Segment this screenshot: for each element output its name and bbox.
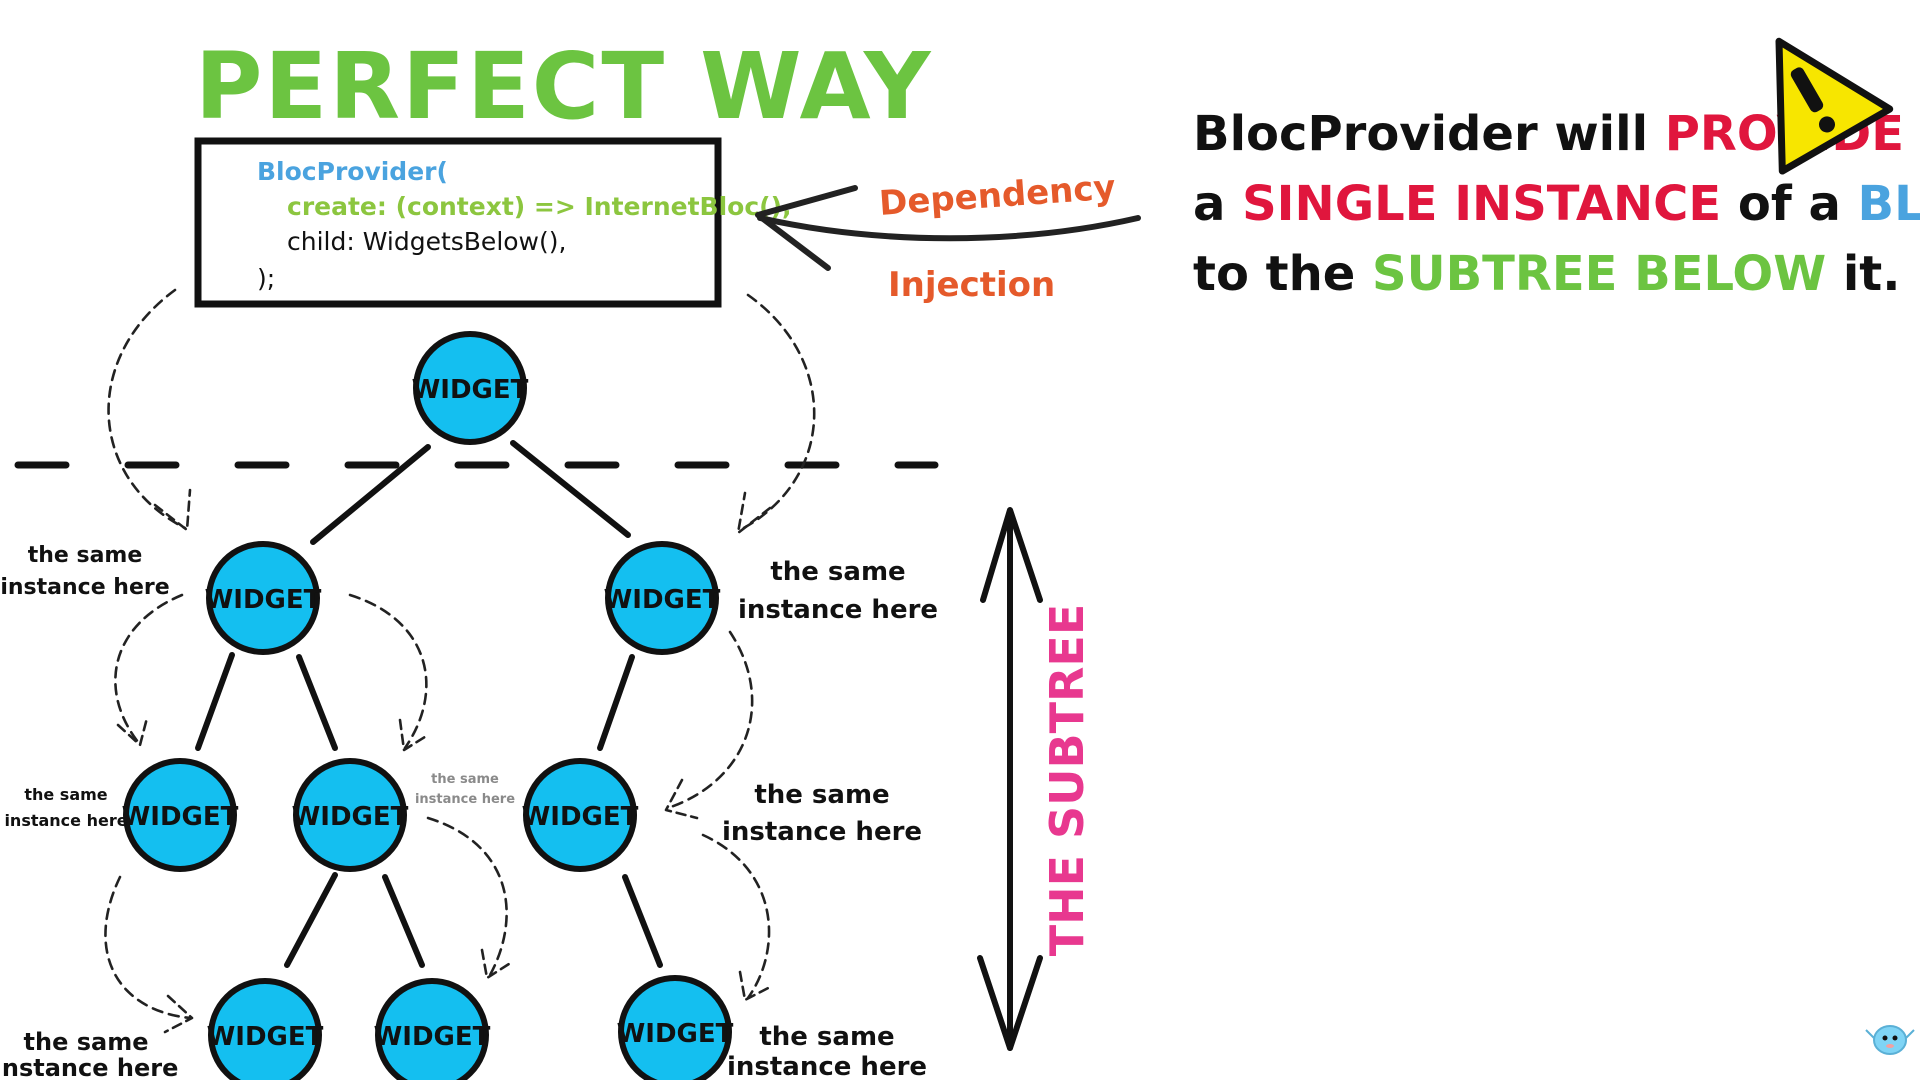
svg-text:the same: the same [759,1022,894,1052]
note-l1-left: the same instance here [0,543,169,600]
svg-text:the same: the same [24,785,107,804]
svg-text:instance here: instance here [727,1052,927,1080]
svg-text:the same: the same [770,557,905,587]
widget-node-l1-left: WIDGET [205,541,322,655]
svg-text:instance here: instance here [415,792,515,807]
warning-icon [1775,37,1894,175]
svg-text:WIDGET: WIDGET [617,1019,734,1049]
dependency-label: Dependency [878,168,1117,224]
svg-text:instance here: instance here [4,811,127,830]
code-line-1: BlocProvider( [257,157,448,186]
dependency-arrow [755,185,1141,271]
page-title: PERFECT WAY [195,33,932,140]
widget-node-root: WIDGET [412,331,529,445]
widget-node-l3-b: WIDGET [374,978,491,1080]
mascot-icon [1865,1025,1915,1055]
note-l3-right: the same instance here [727,1022,927,1080]
svg-text:instance here: instance here [0,575,169,600]
note-l2-right: the same instance here [722,780,922,847]
statement-line-2: a SINGLE INSTANCE of a BLOC [1193,176,1920,232]
note-l2-left: the same instance here [4,785,127,830]
statement-line-3: to the SUBTREE BELOW it. [1193,246,1900,302]
svg-text:the same: the same [28,543,143,568]
svg-text:WIDGET: WIDGET [604,585,721,615]
tree-edges [195,440,663,968]
widget-node-l3-a: WIDGET [207,978,324,1080]
code-box: BlocProvider( create: (context) => Inter… [194,137,792,308]
svg-text:WIDGET: WIDGET [522,802,639,832]
code-line-3: child: WidgetsBelow(), [287,227,566,256]
svg-text:instance here: instance here [0,1054,178,1080]
svg-text:WIDGET: WIDGET [207,1022,324,1052]
svg-text:WIDGET: WIDGET [374,1022,491,1052]
svg-text:WIDGET: WIDGET [412,375,529,405]
svg-text:the same: the same [431,772,499,787]
subtree-double-arrow [977,507,1043,1051]
svg-text:WIDGET: WIDGET [292,802,409,832]
svg-text:WIDGET: WIDGET [205,585,322,615]
svg-text:the same: the same [24,1028,149,1056]
svg-text:instance here: instance here [738,595,938,625]
note-l2-middle: the same instance here [415,772,515,807]
widget-node-l2-a: WIDGET [122,758,239,872]
svg-text:the same: the same [754,780,889,810]
subtree-label: THE SUBTREE [1040,604,1094,957]
widget-node-l1-right: WIDGET [604,541,721,655]
svg-text:WIDGET: WIDGET [122,802,239,832]
injection-label: Injection [888,265,1055,305]
note-l3-left: the same instance here [0,1028,178,1080]
widget-node-l3-c: WIDGET [617,975,734,1080]
code-line-2: create: (context) => InternetBloc(), [287,192,792,221]
note-l1-right: the same instance here [738,557,938,625]
code-line-4: ); [257,264,275,293]
dashed-arrows [104,288,816,1034]
svg-text:instance here: instance here [722,817,922,847]
widget-node-l2-b: WIDGET [292,758,409,872]
widget-node-l2-c: WIDGET [522,758,639,872]
